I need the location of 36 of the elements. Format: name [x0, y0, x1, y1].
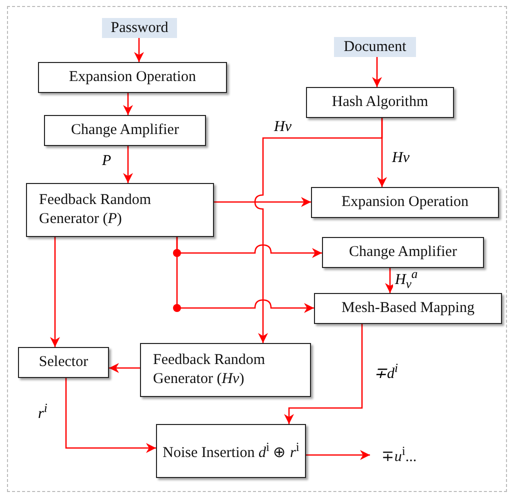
arrow: [176, 237, 314, 313]
arrow: [306, 450, 370, 460]
arrow: [385, 268, 395, 293]
process-box: [314, 293, 502, 324]
process-box: [140, 343, 311, 397]
process-box: [38, 62, 227, 93]
input-label: Document: [334, 37, 416, 57]
output-label: ∓u$^{i}$...: [370, 445, 428, 465]
arrow: [254, 118, 383, 343]
arrow: [50, 237, 60, 347]
arrow: [123, 93, 133, 115]
process-box: [18, 347, 109, 378]
process-box: [306, 87, 454, 118]
box-text: Mesh-Based Mapping: [342, 299, 474, 318]
process-box: [156, 424, 306, 478]
arrow: [134, 38, 144, 62]
arrow: [65, 378, 156, 453]
box-text: Noise Insertion d$^{i}$ ⊕ r$^{i}$: [162, 440, 300, 462]
input-label: Password: [102, 18, 177, 38]
box-text: Expansion Operation: [68, 68, 196, 87]
process-box: [322, 237, 484, 268]
arrow: [284, 324, 363, 424]
arrow: [372, 57, 382, 87]
arrow: [214, 197, 311, 207]
arrow: [109, 363, 140, 373]
arrow: [123, 146, 133, 183]
box-text: Change Amplifier: [71, 121, 179, 140]
process-box: [44, 115, 206, 146]
box-text: Feedback Random Generator (P): [39, 191, 152, 229]
box-text: Feedback Random Generator (Hv): [153, 351, 266, 389]
box-text: Change Amplifier: [349, 243, 457, 262]
box-text: Hash Algorithm: [332, 93, 428, 112]
process-box: [26, 183, 214, 237]
box-text: Expansion Operation: [341, 193, 469, 212]
process-box: [311, 187, 499, 218]
box-text: Selector: [38, 353, 88, 372]
